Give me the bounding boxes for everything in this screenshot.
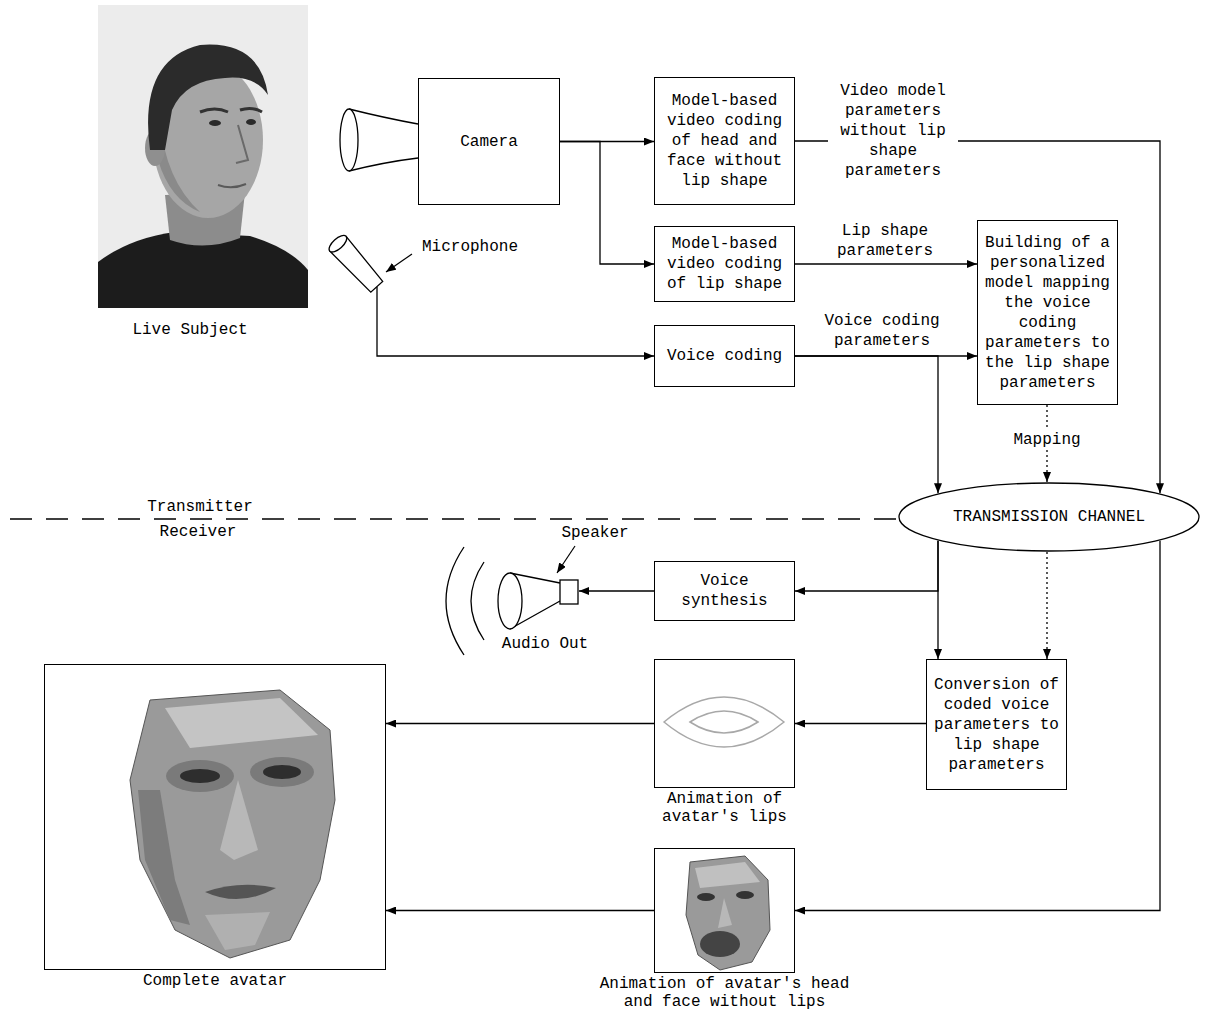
part-label: Microphone <box>415 237 525 257</box>
eye <box>209 120 221 126</box>
nose <box>236 125 248 163</box>
subject-photo <box>98 5 308 308</box>
panel-caption: Complete avatar <box>115 972 315 990</box>
speaker-magnet <box>560 580 578 604</box>
divider-line <box>10 518 898 519</box>
lens-rim <box>340 109 358 171</box>
microphone-symbol <box>326 233 385 295</box>
flow-arrow <box>795 541 938 591</box>
edge-label: Lip shape parameters <box>830 221 940 261</box>
channel-ellipse: TRANSMISSION CHANNEL <box>898 482 1200 552</box>
flow-arrow <box>795 723 926 724</box>
box-label: Model-based video coding of head and fac… <box>660 91 789 191</box>
mapping-arrow <box>1046 552 1047 659</box>
speaker-rim <box>498 573 522 629</box>
box-label: Conversion of coded voice parameters to … <box>932 675 1061 775</box>
lips-panel: Animation of avatar's lips <box>654 659 795 788</box>
eye <box>736 891 754 899</box>
flow-arrow <box>795 356 938 493</box>
panel-caption: Animation of avatar's lips <box>650 790 800 826</box>
flow-arrow <box>560 142 654 265</box>
camera-lens <box>340 109 418 171</box>
leader-line <box>386 254 412 272</box>
eyebrows <box>200 108 262 112</box>
chin <box>205 912 270 950</box>
cheek-shadow <box>138 790 190 925</box>
box-label: Building of a personalized model mapping… <box>983 233 1112 393</box>
mouth <box>218 184 246 187</box>
mouth <box>205 885 276 899</box>
flow-arrow <box>386 910 654 911</box>
hair <box>148 45 268 150</box>
avatar-head-large <box>130 690 335 958</box>
photo-ground <box>98 5 308 308</box>
avatar-head-small <box>686 856 770 970</box>
sound-wave <box>471 562 484 640</box>
camera-box: Camera <box>418 78 560 205</box>
head-shape <box>130 690 335 958</box>
mouth-hole <box>700 931 740 957</box>
part-label: Audio Out <box>495 634 595 654</box>
process-box: Voice synthesis <box>654 561 795 621</box>
eye-socket <box>250 757 314 787</box>
process-box: Building of a personalized model mapping… <box>977 220 1118 405</box>
photo-caption: Live Subject <box>125 320 255 340</box>
ellipse-shape <box>899 483 1199 551</box>
nose <box>220 780 258 860</box>
flow-arrow <box>795 263 977 264</box>
flow-arrow <box>795 141 1160 493</box>
forehead <box>695 862 760 888</box>
eye <box>180 769 220 783</box>
outer-lip <box>664 697 784 747</box>
process-box: Voice coding <box>654 325 795 387</box>
box-label: Camera <box>424 132 554 152</box>
sound-wave <box>446 547 464 655</box>
process-box: Model-based video coding of lip shape <box>654 226 795 302</box>
microphone-head <box>326 233 349 255</box>
speaker-wire <box>579 590 654 591</box>
flow-arrow <box>386 723 654 724</box>
eye <box>697 893 715 901</box>
part-label: Speaker <box>555 523 635 543</box>
eye <box>263 765 301 779</box>
eye <box>246 119 256 125</box>
flow-arrow <box>795 541 1160 911</box>
microphone-wire <box>377 287 654 356</box>
process-box: Conversion of coded voice parameters to … <box>926 659 1067 790</box>
inner-lip <box>690 711 758 733</box>
box-label: Voice coding <box>660 346 789 366</box>
edge-label: Video model parameters without lip shape… <box>828 81 958 181</box>
lips-drawing <box>664 697 784 747</box>
nose <box>718 898 732 928</box>
panel-caption: Animation of avatar's head and face with… <box>590 975 860 1011</box>
process-box: Model-based video coding of head and fac… <box>654 77 795 205</box>
head-panel: Animation of avatar's head and face with… <box>654 848 795 973</box>
leader-line <box>557 546 575 573</box>
forehead <box>165 698 318 748</box>
eye-socket <box>166 760 234 792</box>
head-shape <box>686 856 770 970</box>
avatar-panel: Complete avatar <box>44 664 386 970</box>
box-label: Model-based video coding of lip shape <box>660 234 789 294</box>
edge-label: Mapping <box>1009 430 1085 450</box>
box-label: Voice synthesis <box>660 571 789 611</box>
edge-label: Voice coding parameters <box>817 311 947 351</box>
flow-arrow <box>937 541 938 659</box>
lens-edge <box>349 158 418 171</box>
lens-edge <box>349 109 418 124</box>
side-label: Receiver <box>148 522 248 542</box>
side-label: Transmitter <box>140 497 260 517</box>
channel-label: TRANSMISSION CHANNEL <box>903 507 1195 527</box>
